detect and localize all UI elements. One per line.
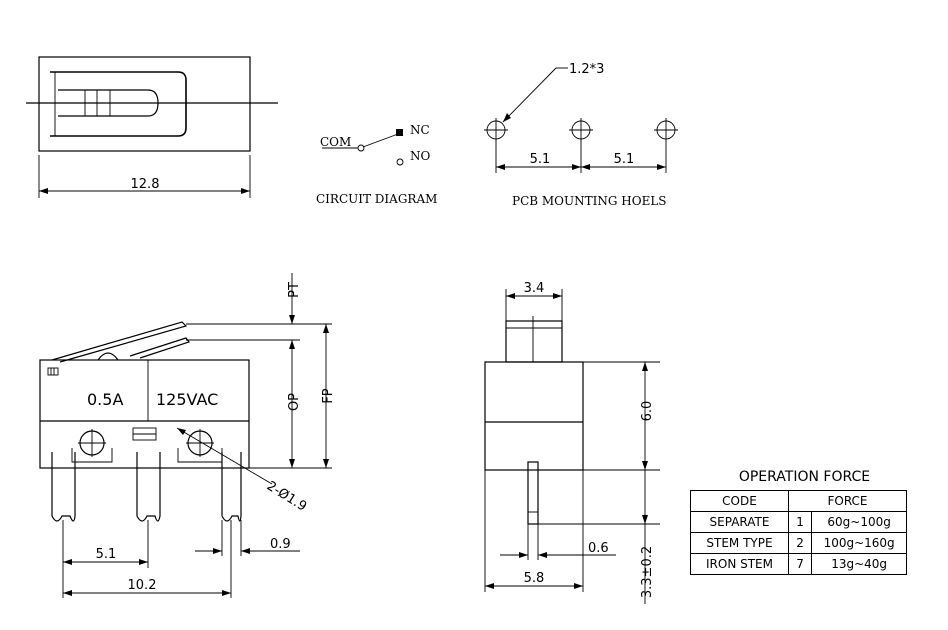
dim-5-1: 5.1 xyxy=(96,547,117,562)
row-type: SEPARATE xyxy=(690,511,789,533)
hole-dim-label: 2-Ø1.9 xyxy=(264,479,309,515)
top-view-stem xyxy=(50,71,187,137)
side-view: 3.4 6.0 3.3±0.2 0.6 5.8 xyxy=(484,281,660,604)
top-view-body xyxy=(38,56,251,152)
dim-0-6: 0.6 xyxy=(588,541,609,556)
dim-5-8: 5.8 xyxy=(524,571,545,586)
pt-label: PT xyxy=(287,282,302,298)
side-pin xyxy=(527,461,539,525)
side-stem xyxy=(505,320,563,363)
label-com: COM xyxy=(320,135,351,149)
table-row: STEM TYPE 2 100g~160g xyxy=(690,532,907,554)
dim-6-0: 6.0 xyxy=(640,401,655,422)
operation-force-table: CODE FORCE SEPARATE 1 60g~100g STEM TYPE… xyxy=(690,490,907,575)
pcb-holes: 1.2*3 5.1 5.1 PCB MOUNTING HOELS xyxy=(484,62,678,208)
switch-body xyxy=(39,359,250,469)
row-code: 1 xyxy=(787,511,813,533)
front-view: 0.5A 125VAC 2-Ø1.9 PT xyxy=(39,273,336,598)
rating-current: 0.5A xyxy=(87,390,123,409)
row-code: 7 xyxy=(787,553,813,575)
table-row: IRON STEM 7 13g~40g xyxy=(690,553,907,575)
table-header-row: CODE FORCE xyxy=(690,490,907,512)
lever-arm xyxy=(51,321,188,363)
op-label: OP xyxy=(287,393,302,411)
pcb-hole-2 xyxy=(569,118,593,142)
label-nc: NC xyxy=(410,123,430,137)
mounting-hole-right xyxy=(186,429,214,457)
row-type: STEM TYPE xyxy=(690,532,789,554)
dim-0-9: 0.9 xyxy=(270,537,291,552)
pin-no xyxy=(221,452,242,522)
dim-3-3: 3.3±0.2 xyxy=(640,546,655,598)
pcb-hole-3 xyxy=(654,118,678,142)
pitch-right: 5.1 xyxy=(614,152,635,167)
circuit-diagram: COM NC NO CIRCUIT DIAGRAM xyxy=(316,123,437,206)
row-force: 60g~100g xyxy=(811,511,907,533)
table-row: SEPARATE 1 60g~100g xyxy=(690,511,907,533)
side-body xyxy=(484,361,584,471)
mounting-hole-left xyxy=(78,429,106,457)
circuit-caption: CIRCUIT DIAGRAM xyxy=(316,192,437,206)
hole-leader xyxy=(502,67,557,123)
pcb-hole-1 xyxy=(484,118,508,142)
row-force: 100g~160g xyxy=(811,532,907,554)
switch-lever xyxy=(362,133,399,148)
pitch-left: 5.1 xyxy=(530,152,551,167)
dim-10-2: 10.2 xyxy=(128,578,157,593)
pin-com xyxy=(51,452,76,522)
header-force: FORCE xyxy=(788,490,907,512)
fp-label: FP xyxy=(321,388,336,403)
label-no: NO xyxy=(410,149,431,163)
operation-force-title: OPERATION FORCE xyxy=(738,469,871,485)
row-type: IRON STEM xyxy=(690,553,789,575)
header-code: CODE xyxy=(690,490,789,512)
top-view: 12.8 xyxy=(26,56,278,198)
dim-3-4: 3.4 xyxy=(524,281,545,296)
no-contact xyxy=(396,158,404,166)
pin-nc xyxy=(136,452,161,522)
row-force: 13g~40g xyxy=(811,553,907,575)
pcb-caption: PCB MOUNTING HOELS xyxy=(512,194,667,208)
hole-size-label: 1.2*3 xyxy=(569,62,604,77)
dim-12-8: 12.8 xyxy=(131,177,160,192)
row-code: 2 xyxy=(787,532,813,554)
nc-contact xyxy=(396,129,403,136)
rating-voltage: 125VAC xyxy=(156,390,218,409)
